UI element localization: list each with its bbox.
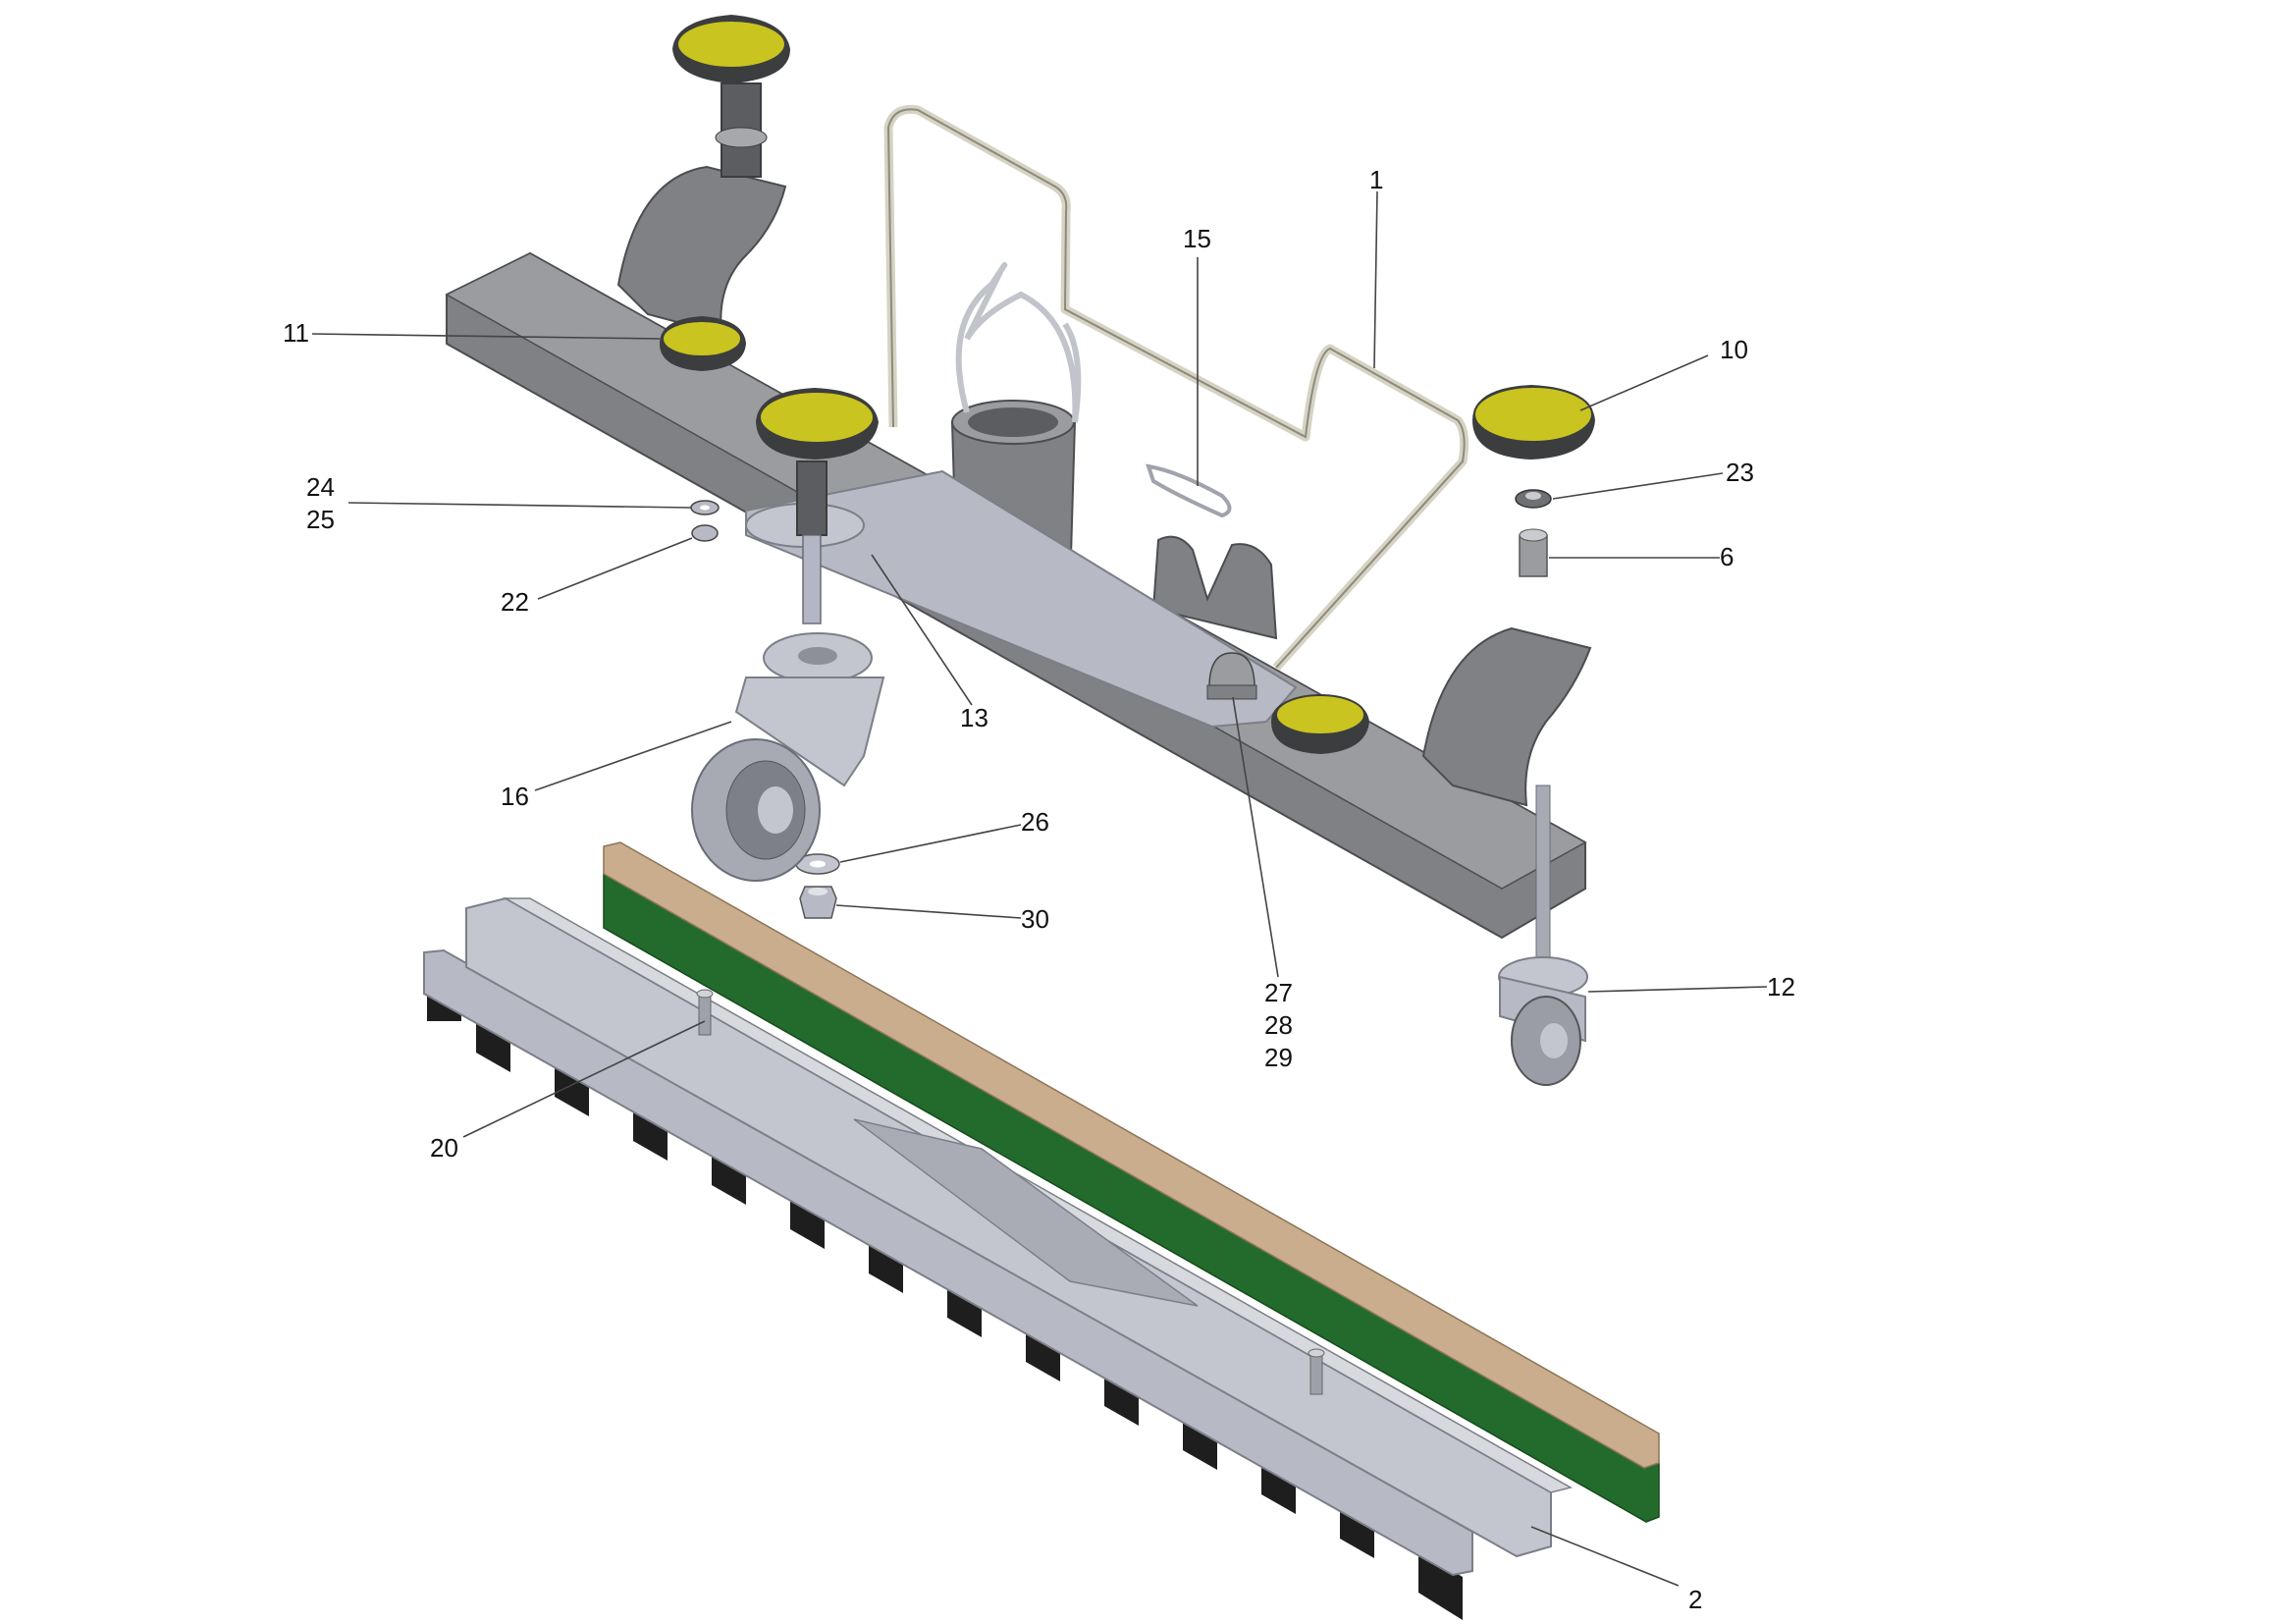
knob-top-left bbox=[672, 15, 790, 178]
cap-nut-27 bbox=[1206, 652, 1257, 700]
callout-25: 25 bbox=[306, 505, 335, 534]
caster-wheel-16 bbox=[691, 632, 885, 882]
nut-30 bbox=[799, 886, 837, 919]
leader-27-29 bbox=[1232, 696, 1279, 978]
callout-15: 15 bbox=[1183, 224, 1211, 253]
callout-23: 23 bbox=[1726, 458, 1754, 487]
callout-1: 1 bbox=[1369, 165, 1383, 194]
frame-bolt-left bbox=[696, 989, 714, 1036]
leader-22 bbox=[537, 537, 693, 600]
center-plate bbox=[745, 469, 1298, 729]
squeegee-assembly bbox=[423, 841, 1660, 1620]
callout-11: 11 bbox=[283, 318, 309, 348]
knob-center-left bbox=[756, 388, 879, 624]
callout-20: 20 bbox=[430, 1133, 458, 1163]
callout-10: 10 bbox=[1720, 335, 1748, 364]
leader-lines bbox=[311, 190, 1768, 1587]
caster-wheel-12 bbox=[1498, 785, 1588, 1086]
callout-2: 2 bbox=[1688, 1585, 1702, 1614]
main-housing bbox=[445, 165, 1592, 940]
leader-13 bbox=[871, 554, 973, 706]
callout-24: 24 bbox=[306, 472, 335, 502]
leader-12 bbox=[1587, 986, 1768, 993]
leader-11 bbox=[311, 333, 661, 340]
nut-23 bbox=[1515, 489, 1552, 509]
washer-26 bbox=[795, 853, 840, 875]
callout-26: 26 bbox=[1021, 807, 1049, 837]
leader-23 bbox=[1552, 472, 1724, 500]
leader-10 bbox=[1579, 354, 1709, 411]
knob-front-right bbox=[1271, 694, 1369, 754]
rubber-blade-strip bbox=[603, 841, 1660, 1469]
squeegee-front-strip bbox=[423, 948, 1473, 1577]
wire-handle-inner bbox=[955, 262, 1082, 423]
callout-16: 16 bbox=[501, 782, 529, 811]
washer-24-25 bbox=[690, 500, 720, 515]
callout-labels: 1 15 11 10 23 24 25 6 22 13 16 26 30 27 … bbox=[283, 165, 1795, 1614]
frame-bolt-right bbox=[1308, 1348, 1325, 1395]
leader-30 bbox=[835, 904, 1022, 919]
callout-28: 28 bbox=[1264, 1010, 1293, 1040]
housing-right-arch bbox=[1421, 626, 1592, 807]
housing-left-arch bbox=[616, 165, 787, 336]
callout-27: 27 bbox=[1264, 978, 1293, 1007]
hose-saddle bbox=[1151, 535, 1278, 640]
squeegee-teeth bbox=[427, 992, 1463, 1620]
callout-13: 13 bbox=[960, 703, 988, 732]
callout-30: 30 bbox=[1021, 904, 1049, 934]
squeegee-center-rib bbox=[853, 1118, 1199, 1307]
spring-clip bbox=[1146, 463, 1232, 518]
callout-22: 22 bbox=[501, 587, 529, 617]
leader-24-25 bbox=[347, 502, 692, 509]
rubber-blade-green bbox=[603, 868, 1660, 1523]
leader-20 bbox=[462, 1020, 706, 1138]
leader-2 bbox=[1530, 1526, 1680, 1587]
leader-26 bbox=[839, 824, 1022, 863]
knob-10 bbox=[1472, 385, 1595, 460]
sleeve-6 bbox=[1519, 528, 1548, 577]
callout-29: 29 bbox=[1264, 1043, 1293, 1072]
leader-16 bbox=[534, 721, 732, 791]
leader-1 bbox=[1373, 190, 1378, 369]
callout-12: 12 bbox=[1767, 972, 1795, 1001]
callout-6: 6 bbox=[1720, 542, 1734, 571]
knob-11 bbox=[660, 316, 746, 371]
nut-22 bbox=[691, 524, 719, 542]
